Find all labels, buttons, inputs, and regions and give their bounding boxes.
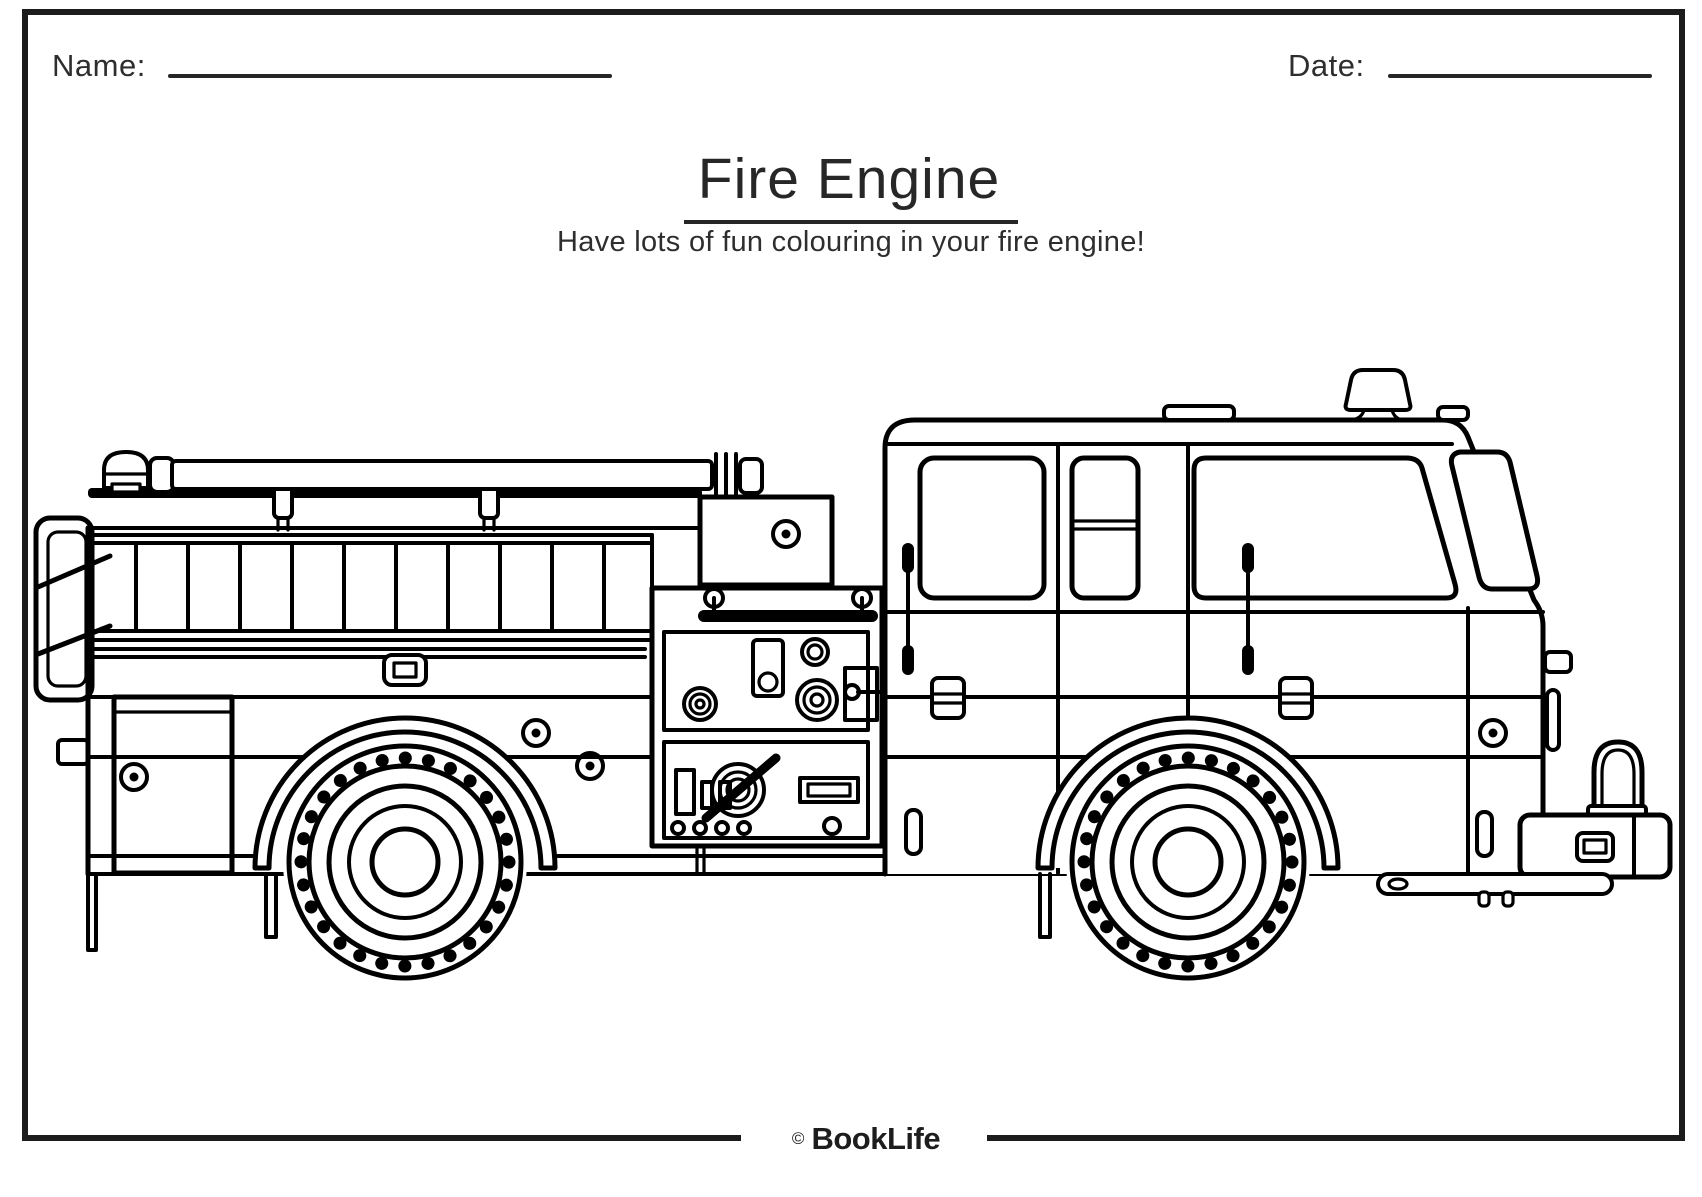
name-label: Name: bbox=[52, 48, 146, 83]
roof-marker-light bbox=[1436, 405, 1470, 422]
door-handle-front bbox=[1278, 676, 1314, 720]
windshield bbox=[1191, 455, 1459, 601]
front-bumper bbox=[1517, 812, 1673, 880]
cab bbox=[882, 368, 1573, 877]
page-subtitle: Have lots of fun colouring in your fire … bbox=[557, 226, 1145, 258]
quarter-window bbox=[1448, 449, 1541, 592]
date-write-line bbox=[1388, 74, 1652, 78]
page-title: Fire Engine bbox=[683, 146, 1019, 224]
roof-beacon-light bbox=[1343, 368, 1413, 422]
underbody-bar bbox=[1376, 872, 1614, 908]
rear-wheel bbox=[255, 718, 555, 984]
copyright-symbol: © bbox=[791, 1129, 805, 1148]
mirror-bracket bbox=[1543, 650, 1573, 674]
title-row: Fire Engine bbox=[0, 146, 1702, 224]
fire-engine-illustration bbox=[33, 368, 1673, 984]
grab-rail-front bbox=[1242, 543, 1254, 675]
door-handle-rear bbox=[930, 676, 966, 720]
name-write-line bbox=[168, 74, 612, 78]
cab-step-slot-rear bbox=[904, 808, 923, 856]
pump-panel bbox=[649, 494, 892, 876]
cab-step-slot-front bbox=[1475, 810, 1494, 858]
date-label: Date: bbox=[1288, 48, 1365, 83]
suction-hose bbox=[148, 452, 764, 496]
bell bbox=[1586, 739, 1648, 820]
rear-door-window bbox=[917, 455, 1047, 601]
footer-logo: © BookLife bbox=[742, 1118, 990, 1160]
front-marker-strip bbox=[1545, 688, 1561, 752]
page-border bbox=[22, 9, 1685, 1141]
roof-vent bbox=[1162, 404, 1236, 422]
mud-flaps bbox=[86, 872, 1052, 952]
rear-beacon-light bbox=[102, 450, 150, 494]
brand-name: BookLife bbox=[811, 1121, 941, 1156]
front-wheel bbox=[1038, 718, 1338, 984]
ladder bbox=[86, 533, 654, 659]
grab-rail-rear bbox=[902, 543, 914, 675]
